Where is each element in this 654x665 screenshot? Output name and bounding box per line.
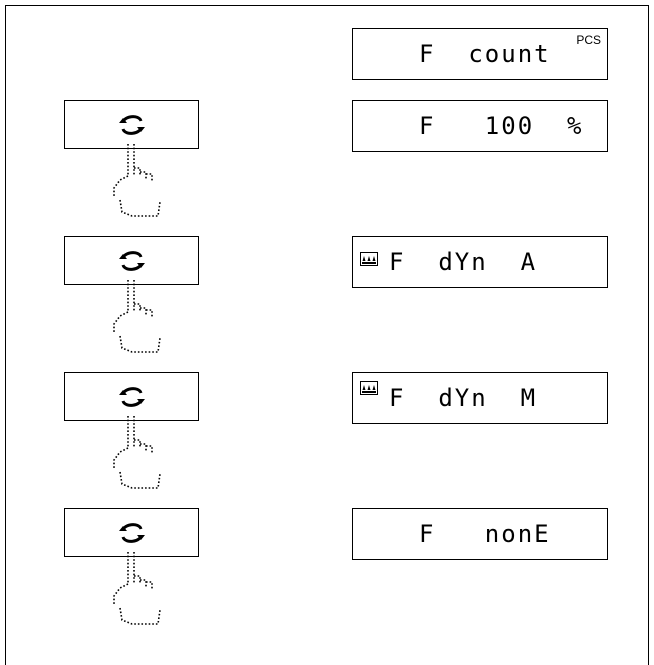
- display-text: F count: [419, 40, 551, 68]
- toggle-key-2[interactable]: [64, 236, 199, 285]
- pointing-hand-icon: [113, 416, 161, 489]
- toggle-key-4[interactable]: [64, 508, 199, 557]
- weighing-stability-icon: [360, 381, 378, 395]
- display-dyn-m: F dYn M: [352, 372, 608, 424]
- pointing-hand-icon: [113, 552, 161, 625]
- toggle-arrows-icon: [118, 522, 145, 543]
- display-none: F nonE: [352, 508, 608, 560]
- display-100-percent: F 100 %: [352, 100, 608, 152]
- display-text: F dYn M: [389, 384, 538, 412]
- toggle-key-3[interactable]: [64, 372, 199, 421]
- toggle-arrows-icon: [118, 386, 145, 407]
- toggle-key-1[interactable]: [64, 100, 199, 149]
- toggle-arrows-icon: [118, 114, 145, 135]
- page-frame: [5, 5, 649, 665]
- display-dyn-a: F dYn A: [352, 236, 608, 288]
- display-count: F count PCS: [352, 28, 608, 80]
- pointing-hand-icon: [113, 144, 161, 217]
- display-text: F nonE: [419, 520, 551, 548]
- toggle-arrows-icon: [118, 250, 145, 271]
- display-text: F dYn A: [389, 248, 538, 276]
- display-text: F 100 %: [419, 112, 584, 140]
- pointing-hand-icon: [113, 280, 161, 353]
- weighing-stability-icon: [360, 252, 378, 266]
- unit-label: PCS: [576, 33, 601, 47]
